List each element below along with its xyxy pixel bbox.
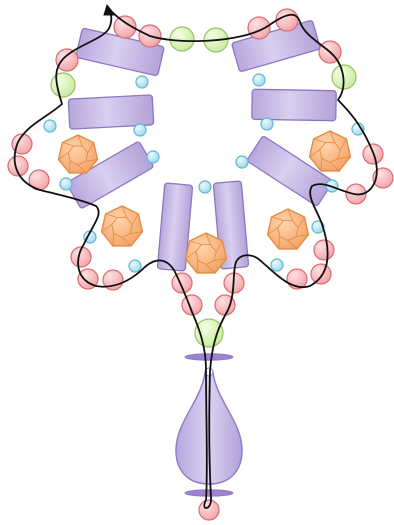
purple-tube-bead (67, 94, 155, 130)
orange-crystal-bead (266, 208, 310, 250)
blue-seed-bead (133, 123, 147, 137)
pink-seed-bead (55, 48, 79, 72)
blue-seed-bead (252, 73, 266, 87)
pink-seed-bead (171, 272, 193, 294)
blue-seed-bead (128, 259, 142, 273)
thread-group (13, 3, 378, 509)
orange-crystal-bead (57, 134, 99, 174)
pink-seed-bead (198, 499, 220, 521)
blue-seed-bead (260, 117, 274, 131)
blue-seed-bead (146, 150, 160, 164)
purple-tube-bead (251, 88, 337, 122)
purple-bead-cap (184, 489, 234, 497)
green-round-bead (50, 72, 76, 98)
purple-tube-bead (231, 20, 321, 72)
arrow-head-icon (103, 3, 117, 16)
pink-seed-bead (11, 133, 33, 155)
blue-seed-bead (235, 155, 249, 169)
round-beads (7, 8, 394, 521)
pink-seed-bead (313, 239, 335, 261)
blue-seed-bead (43, 119, 57, 133)
pink-seed-bead (7, 155, 29, 177)
blue-seed-bead (59, 177, 73, 191)
blue-seed-bead (198, 180, 212, 194)
orange-crystal-bead (100, 205, 144, 247)
crystal-beads (57, 130, 352, 274)
purple-bead-cap (184, 353, 234, 361)
blue-seed-bead (270, 258, 284, 272)
purple-tube-bead (156, 182, 194, 272)
green-round-bead (169, 26, 195, 52)
pink-seed-bead (247, 16, 271, 40)
blue-seed-bead (311, 220, 325, 234)
thread-path (13, 9, 378, 509)
pink-seed-bead (70, 246, 92, 268)
blue-seed-bead (135, 75, 149, 89)
pink-seed-bead (310, 263, 332, 285)
pink-seed-bead (275, 8, 299, 32)
orange-crystal-bead (184, 232, 228, 274)
orange-crystal-bead (308, 130, 352, 172)
purple-tube-bead (66, 141, 154, 209)
pink-seed-bead (372, 167, 394, 189)
pink-seed-bead (113, 15, 137, 39)
